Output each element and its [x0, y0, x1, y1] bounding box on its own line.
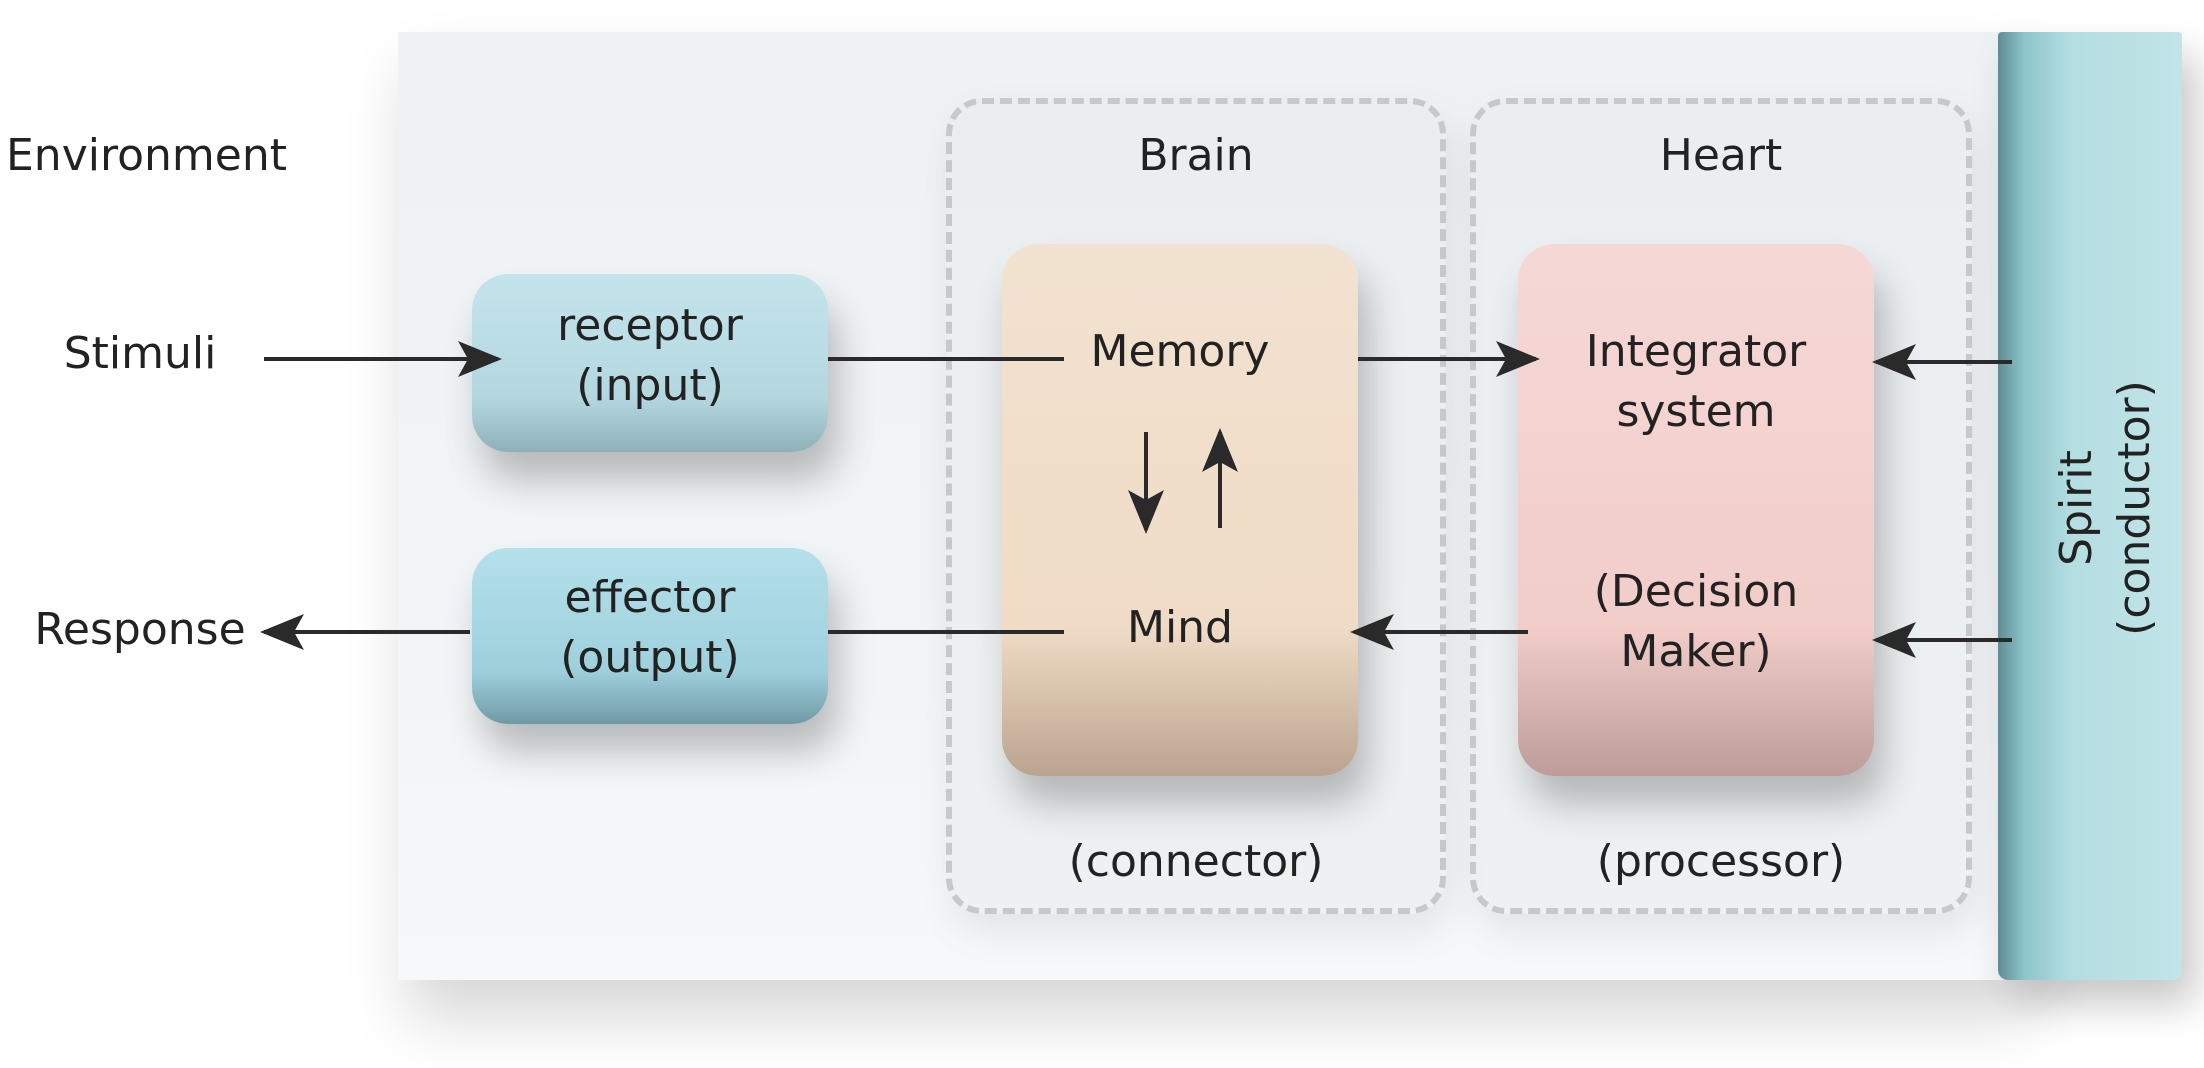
decision-sublabel: Maker): [1620, 626, 1772, 677]
heart-box: [1518, 244, 1874, 776]
brain-subtitle: (connector): [1068, 836, 1324, 887]
receptor-label: receptor: [557, 300, 743, 351]
spirit-bar: [1998, 32, 2182, 980]
receptor-box: [472, 274, 828, 452]
effector-label: effector: [564, 572, 736, 623]
effector-sublabel: (output): [560, 632, 740, 683]
integrator-label: Integrator: [1585, 326, 1807, 377]
mind-label: Mind: [1126, 602, 1233, 653]
spirit-sublabel: (conductor): [2109, 380, 2160, 636]
effector-box: [472, 548, 828, 724]
stimuli-label: Stimuli: [63, 328, 217, 379]
heart-subtitle: (processor): [1596, 836, 1846, 887]
response-label: Response: [34, 604, 246, 655]
memory-label: Memory: [1090, 326, 1270, 377]
environment-label: Environment: [6, 130, 287, 181]
spirit-label: Spirit: [2051, 450, 2102, 566]
receptor-sublabel: (input): [576, 360, 724, 411]
heart-title: Heart: [1659, 130, 1783, 181]
brain-box: [1002, 244, 1358, 776]
integrator-sublabel: system: [1616, 386, 1776, 437]
brain-title: Brain: [1138, 130, 1254, 181]
spirit-label-group: Spirit (conductor): [2036, 248, 2176, 768]
decision-label: (Decision: [1593, 566, 1799, 617]
